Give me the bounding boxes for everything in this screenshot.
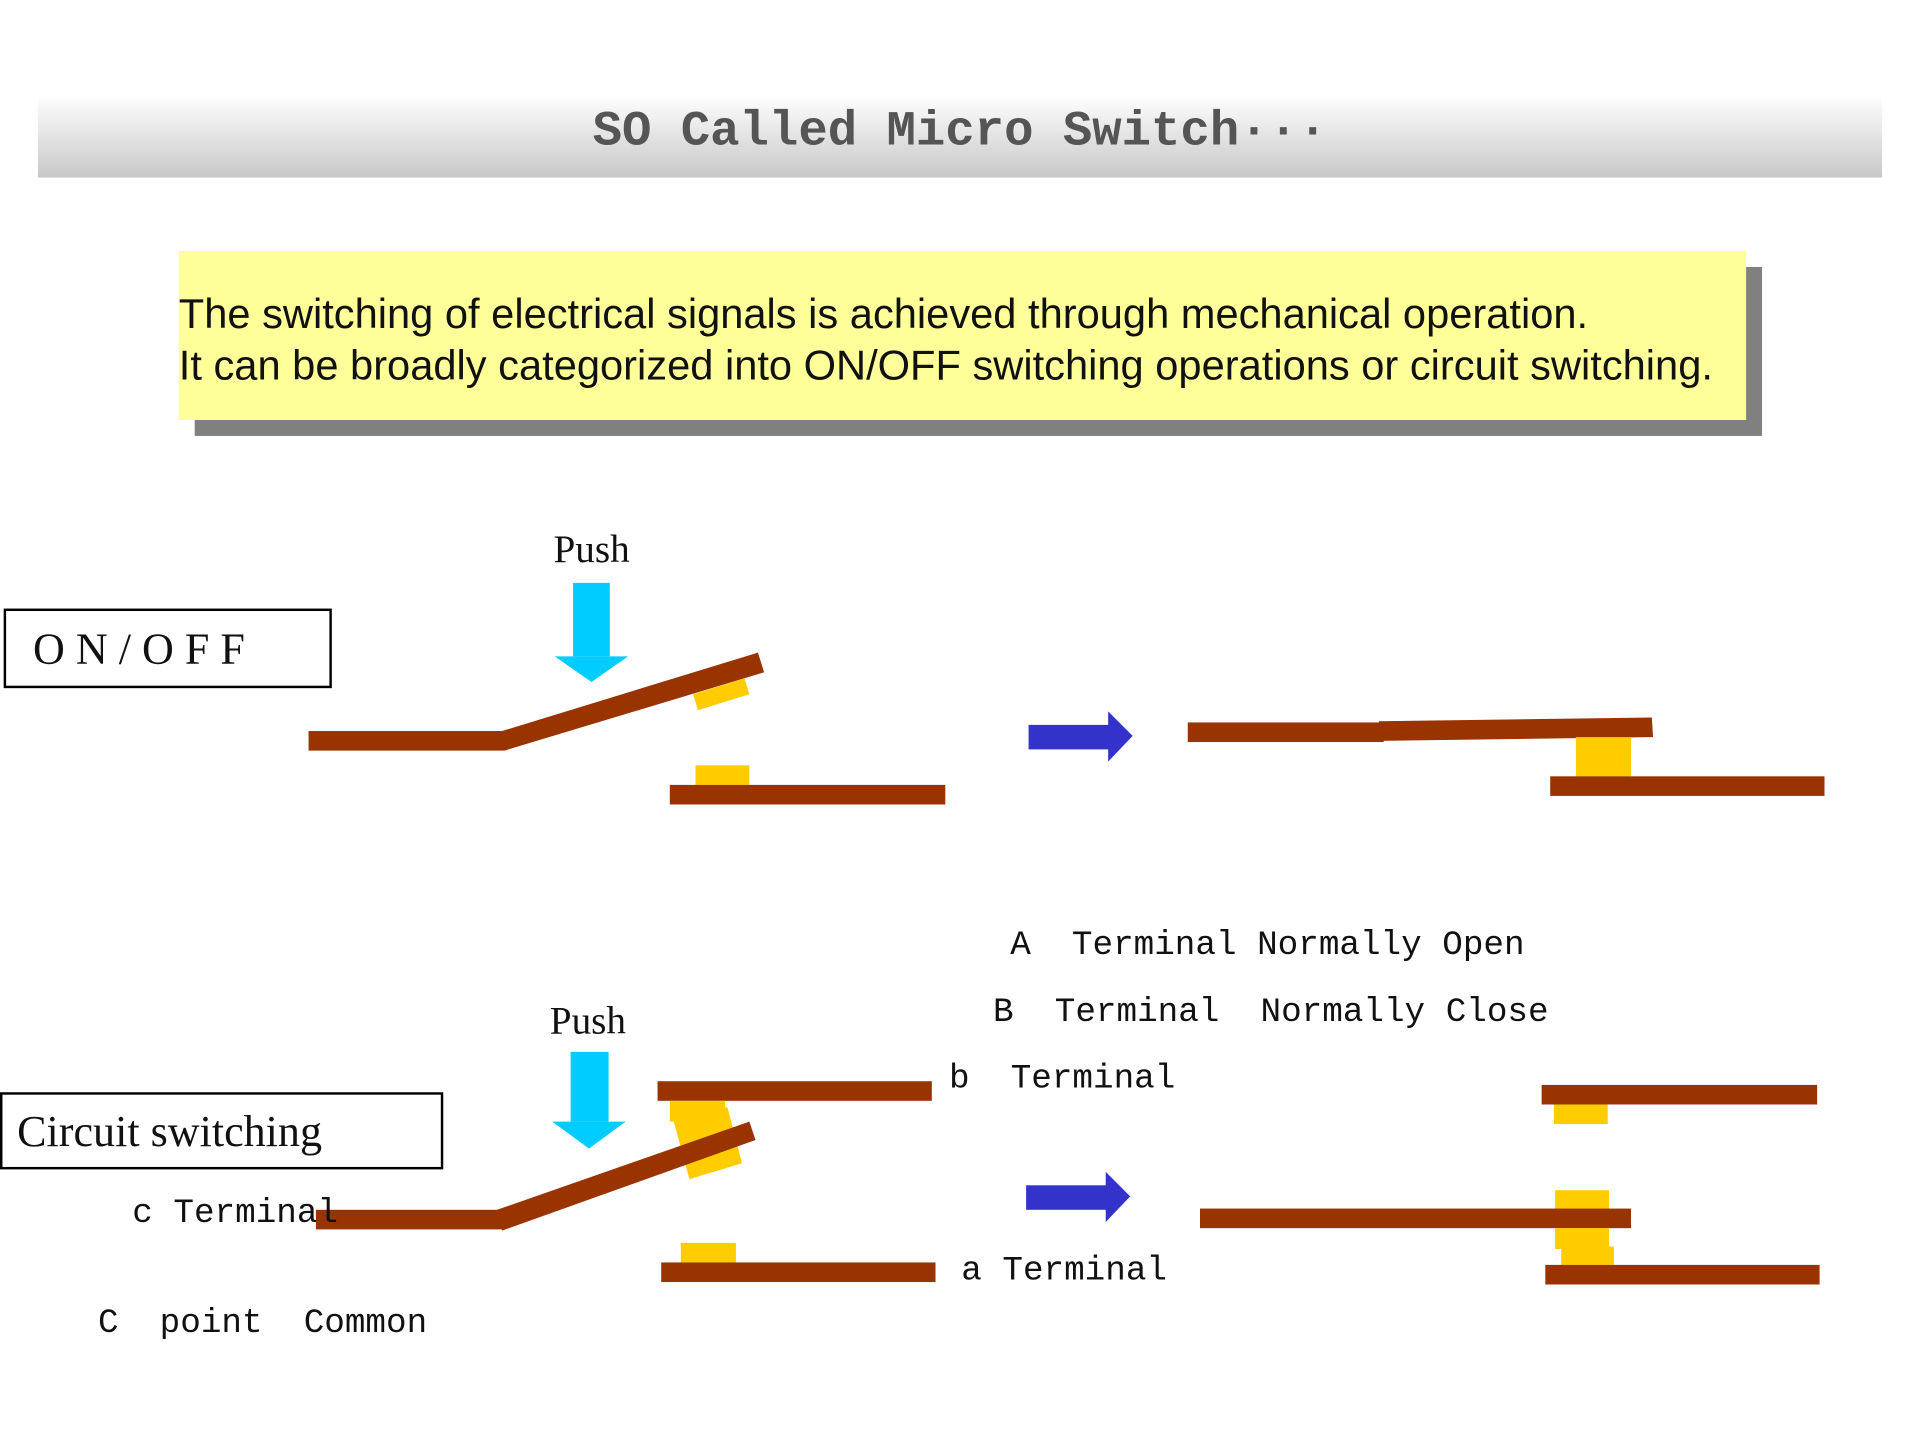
circuit-label: Circuit switching	[17, 1106, 323, 1156]
b-bar	[1541, 1084, 1818, 1105]
moving-contact-top	[1555, 1190, 1609, 1210]
description-line-1: The switching of electrical signals is a…	[178, 291, 1589, 338]
title-bar	[37, 94, 1883, 178]
b-contact	[1553, 1104, 1608, 1125]
circuit-label-box: Circuit switching	[0, 1092, 444, 1170]
push-label: Push	[549, 997, 627, 1043]
push-arrow-icon	[554, 582, 629, 683]
transition-arrow-icon	[1026, 1171, 1131, 1223]
contact-closed	[1575, 737, 1632, 777]
push-arrow-icon	[552, 1051, 626, 1149]
a-bar	[661, 1262, 936, 1283]
moving-contact-bottom	[1555, 1228, 1609, 1249]
common-point-label: C point Common	[97, 1305, 428, 1344]
lever	[1200, 1208, 1632, 1229]
common-bar	[315, 1209, 503, 1230]
fixed-bar	[669, 784, 946, 805]
lever	[497, 1121, 756, 1231]
circuit-after	[1200, 1084, 1820, 1285]
page-title: SO Called Micro Switch···	[592, 105, 1328, 161]
lever	[502, 652, 765, 751]
a-contact	[1561, 1246, 1614, 1265]
c-terminal-label: c Terminal	[132, 1195, 338, 1234]
push-label: Push	[553, 526, 630, 571]
fixed-bar	[1550, 776, 1825, 796]
moving-contact	[693, 678, 750, 711]
fixed-contact	[695, 765, 750, 785]
a-terminal-label: a Terminal	[961, 1252, 1167, 1291]
legend-b: B Terminal Normally Close	[993, 994, 1549, 1033]
on-off-after	[1187, 717, 1825, 796]
legend-a: A Terminal Normally Open	[1010, 926, 1525, 965]
on-off-before	[308, 582, 946, 805]
b-bar	[657, 1081, 932, 1101]
description-line-2: It can be broadly categorized into ON/OF…	[178, 342, 1713, 390]
on-off-label: O N / O F F	[33, 624, 245, 674]
b-terminal-label: b Terminal	[948, 1060, 1176, 1099]
a-contact	[680, 1242, 736, 1263]
common-bar	[1187, 722, 1384, 743]
transition-arrow-icon	[1028, 711, 1133, 762]
common-bar	[308, 731, 505, 751]
description-note	[178, 251, 1747, 421]
on-off-label-box: O N / O F F	[3, 608, 332, 689]
lever	[1378, 717, 1654, 741]
circuit-before	[315, 1051, 936, 1283]
a-bar	[1545, 1264, 1820, 1285]
